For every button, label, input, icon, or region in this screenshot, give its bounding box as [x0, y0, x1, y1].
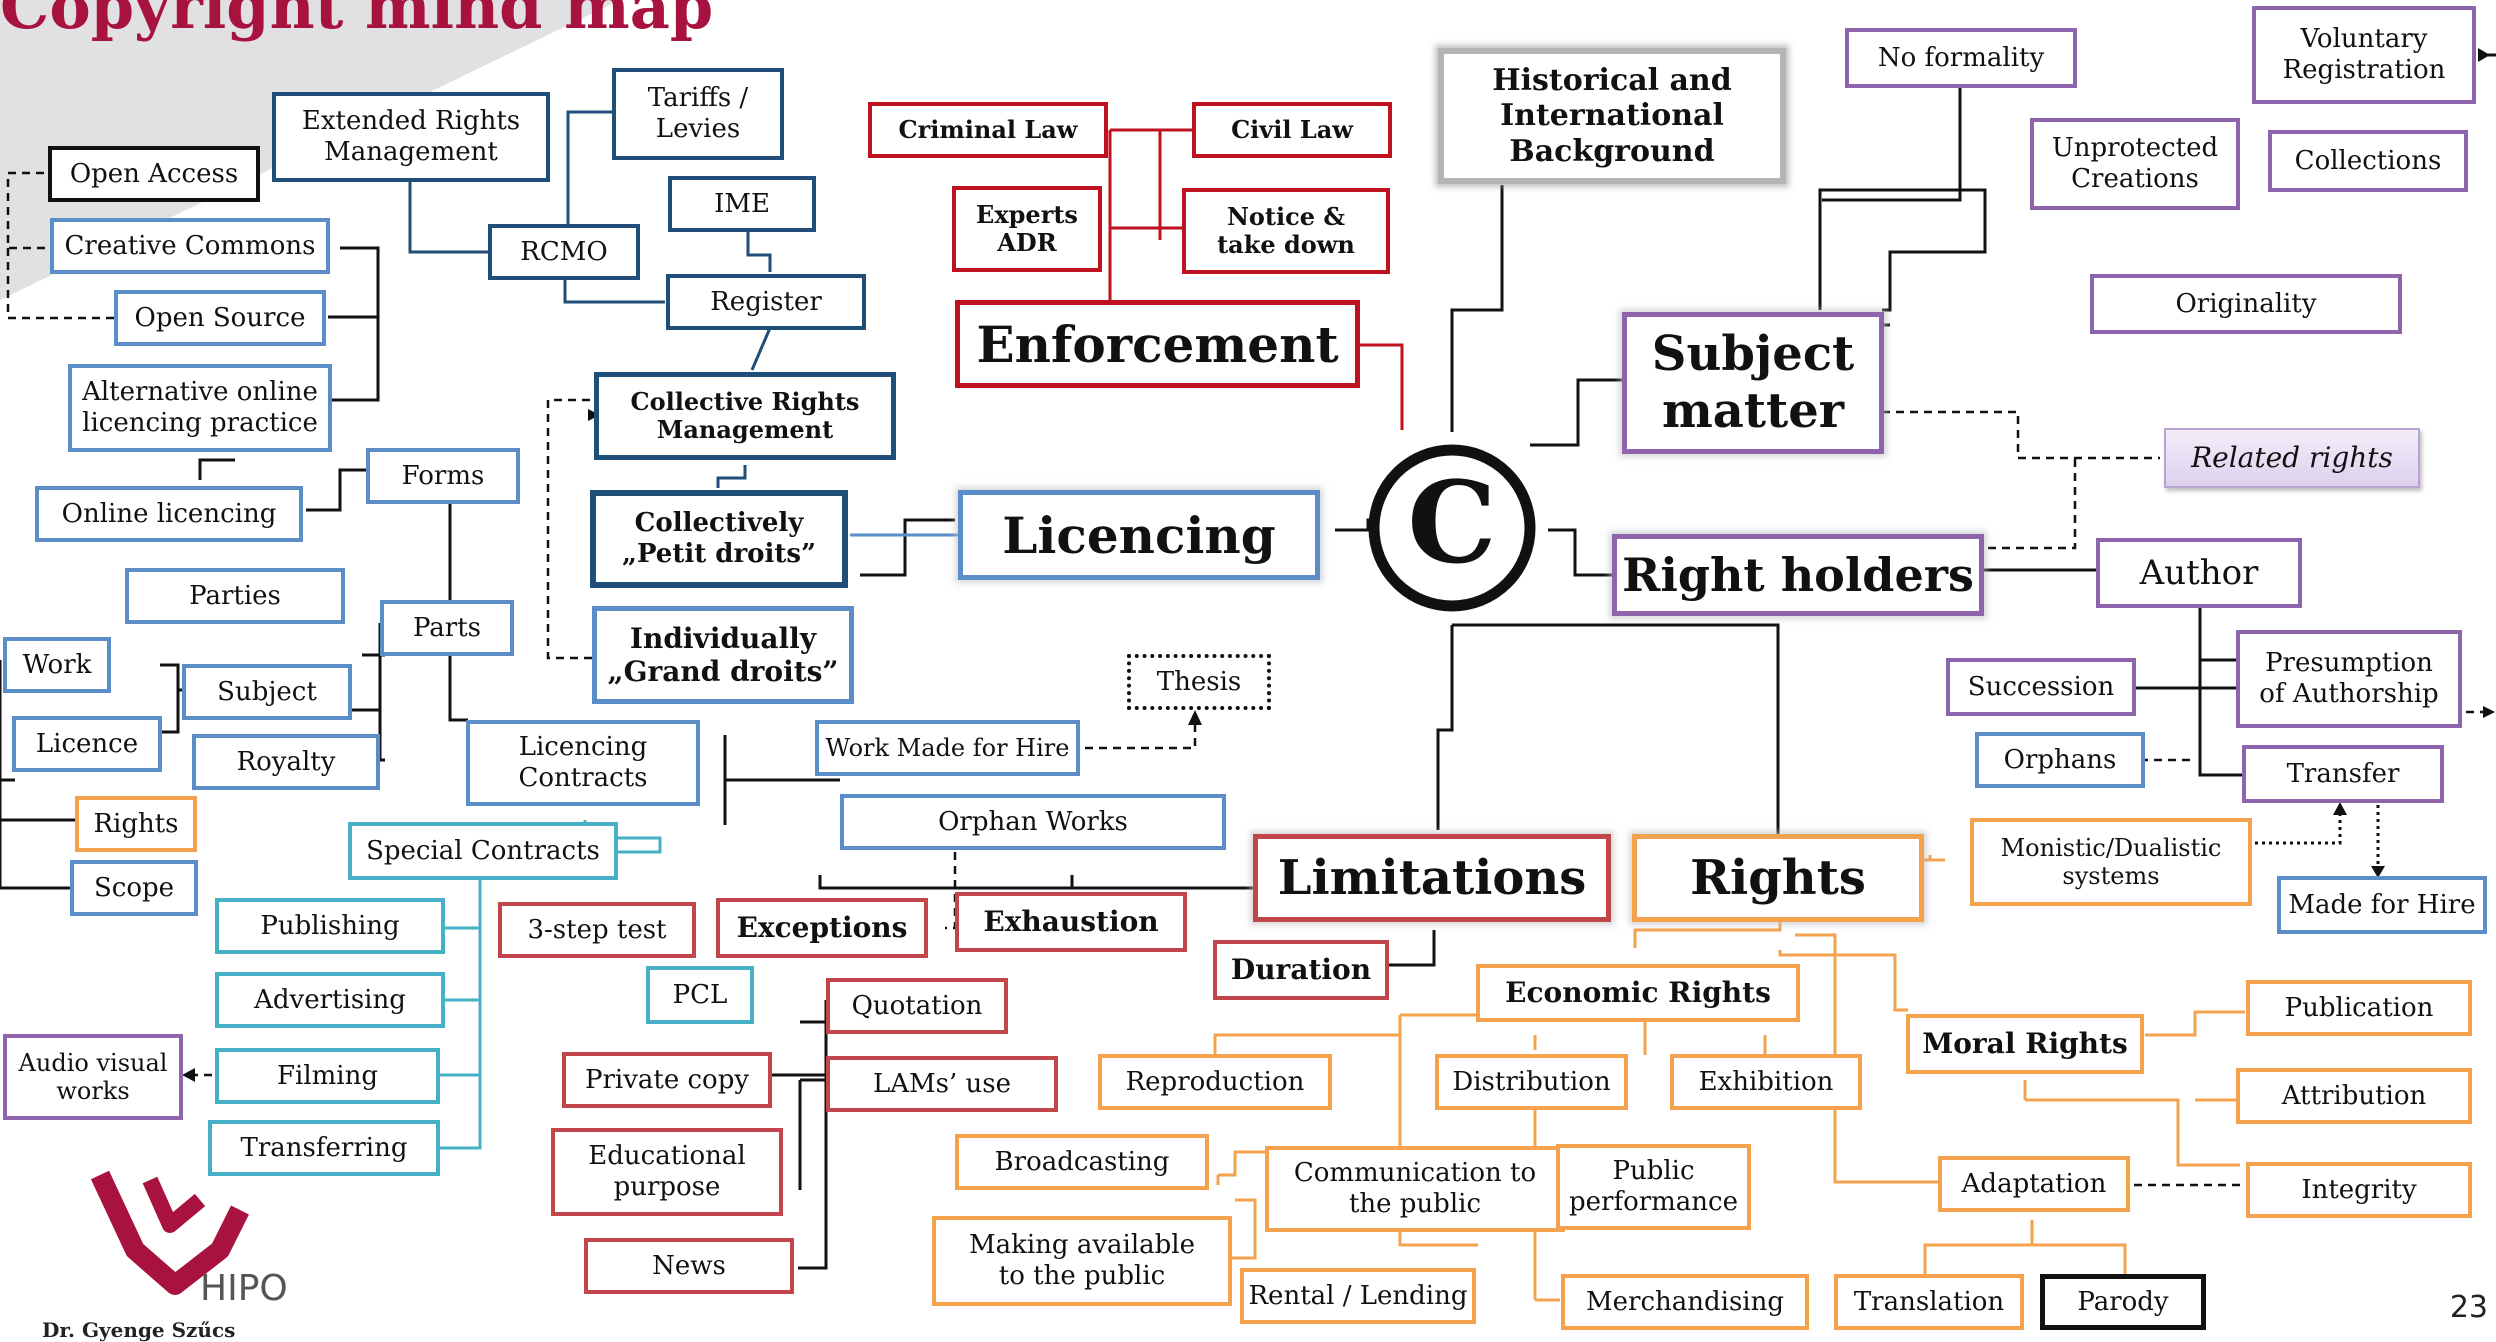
node-petit-droits: Collectively „Petit droits” — [590, 490, 848, 588]
node-historical: Historical and International Background — [1438, 48, 1786, 184]
hipo-logo-icon — [90, 1170, 249, 1295]
node-succession: Succession — [1946, 658, 2136, 716]
node-rights-left: Rights — [75, 796, 197, 852]
node-integrity: Integrity — [2246, 1162, 2472, 1218]
node-public-performance: Public performance — [1556, 1144, 1751, 1230]
node-forms: Forms — [366, 448, 520, 504]
node-special-contracts: Special Contracts — [348, 822, 618, 880]
node-online-licencing: Online licencing — [35, 486, 303, 542]
node-three-step: 3-step test — [498, 902, 696, 958]
node-licencing-contracts: Licencing Contracts — [466, 720, 700, 806]
node-lams-use: LAMs’ use — [826, 1056, 1058, 1112]
node-made-for-hire: Made for Hire — [2277, 876, 2487, 934]
copyright-symbol: C — [1368, 444, 1536, 612]
node-right-holders: Right holders — [1612, 534, 1984, 616]
node-broadcasting: Broadcasting — [955, 1134, 1209, 1190]
node-collections: Collections — [2268, 130, 2468, 192]
node-extended-rm: Extended Rights Management — [272, 92, 550, 182]
node-open-access: Open Access — [48, 146, 260, 202]
node-collective-rm: Collective Rights Management — [594, 372, 896, 460]
node-translation: Translation — [1834, 1274, 2024, 1330]
node-alternative-online: Alternative online licencing practice — [68, 364, 332, 452]
node-exceptions: Exceptions — [716, 898, 928, 958]
node-advertising: Advertising — [215, 972, 445, 1028]
node-distribution: Distribution — [1435, 1054, 1628, 1110]
logo-text: HIPO — [200, 1268, 288, 1309]
node-educational: Educational purpose — [551, 1128, 783, 1216]
node-ime: IME — [668, 176, 816, 232]
node-rental-lending: Rental / Lending — [1240, 1268, 1476, 1324]
node-duration: Duration — [1213, 940, 1389, 1000]
node-transferring: Transferring — [208, 1120, 440, 1176]
node-private-copy: Private copy — [562, 1052, 772, 1108]
node-enforcement: Enforcement — [955, 300, 1360, 388]
node-related-rights: Related rights — [2164, 428, 2420, 488]
node-filming: Filming — [215, 1048, 440, 1104]
node-monistic: Monistic/Dualistic systems — [1970, 818, 2252, 906]
node-making-available: Making available to the public — [932, 1216, 1232, 1306]
node-publishing: Publishing — [215, 898, 445, 954]
node-experts-adr: Experts ADR — [952, 186, 1102, 272]
node-news: News — [584, 1238, 794, 1294]
node-communication: Communication to the public — [1265, 1146, 1565, 1232]
node-licence: Licence — [12, 716, 162, 772]
node-no-formality: No formality — [1845, 28, 2077, 88]
node-royalty: Royalty — [192, 734, 380, 790]
node-quotation: Quotation — [826, 978, 1008, 1034]
node-limitations: Limitations — [1253, 834, 1611, 922]
node-transfer: Transfer — [2242, 745, 2444, 803]
node-parody: Parody — [2040, 1274, 2206, 1330]
node-orphans: Orphans — [1975, 732, 2145, 788]
node-author: Author — [2096, 538, 2302, 608]
node-unprotected-creations: Unprotected Creations — [2030, 118, 2240, 210]
node-thesis: Thesis — [1127, 654, 1271, 710]
node-work-made-for-hire: Work Made for Hire — [815, 720, 1080, 776]
node-merchandising: Merchandising — [1561, 1274, 1809, 1330]
node-originality: Originality — [2090, 274, 2402, 334]
node-rcmo: RCMO — [488, 224, 640, 280]
node-exhaustion: Exhaustion — [955, 892, 1187, 952]
node-reproduction: Reproduction — [1098, 1054, 1332, 1110]
node-register: Register — [666, 274, 866, 330]
node-criminal-law: Criminal Law — [868, 102, 1108, 158]
node-economic-rights: Economic Rights — [1476, 964, 1800, 1022]
node-open-source: Open Source — [114, 290, 326, 346]
node-rights: Rights — [1632, 834, 1924, 922]
node-scope: Scope — [70, 860, 198, 916]
node-pcl: PCL — [646, 966, 754, 1024]
node-subject-matter: Subject matter — [1622, 312, 1884, 454]
node-presumption: Presumption of Authorship — [2236, 630, 2462, 728]
node-grand-droits: Individually „Grand droits” — [592, 606, 854, 704]
node-work: Work — [3, 637, 111, 693]
node-orphan-works: Orphan Works — [840, 794, 1226, 850]
node-parties: Parties — [125, 568, 345, 624]
node-notice-take-down: Notice & take down — [1182, 188, 1390, 274]
node-publication: Publication — [2246, 980, 2472, 1036]
node-tariffs: Tariffs / Levies — [612, 68, 784, 160]
node-creative-commons: Creative Commons — [50, 218, 330, 274]
node-voluntary-registration: Voluntary Registration — [2252, 6, 2476, 104]
node-exhibition: Exhibition — [1670, 1054, 1862, 1110]
svg-text:C: C — [1407, 458, 1496, 589]
page-title: Copyright mind map — [0, 0, 714, 43]
node-moral-rights: Moral Rights — [1906, 1014, 2144, 1074]
node-licencing: Licencing — [958, 490, 1320, 580]
node-attribution: Attribution — [2236, 1068, 2472, 1124]
node-audio-visual: Audio visual works — [3, 1034, 183, 1120]
page-number: 23 — [2449, 1290, 2488, 1325]
node-adaptation: Adaptation — [1938, 1156, 2130, 1212]
node-parts: Parts — [380, 600, 514, 656]
node-civil-law: Civil Law — [1192, 102, 1392, 158]
node-subject: Subject — [182, 664, 352, 720]
author-name: Dr. Gyenge Szűcs — [42, 1318, 236, 1342]
